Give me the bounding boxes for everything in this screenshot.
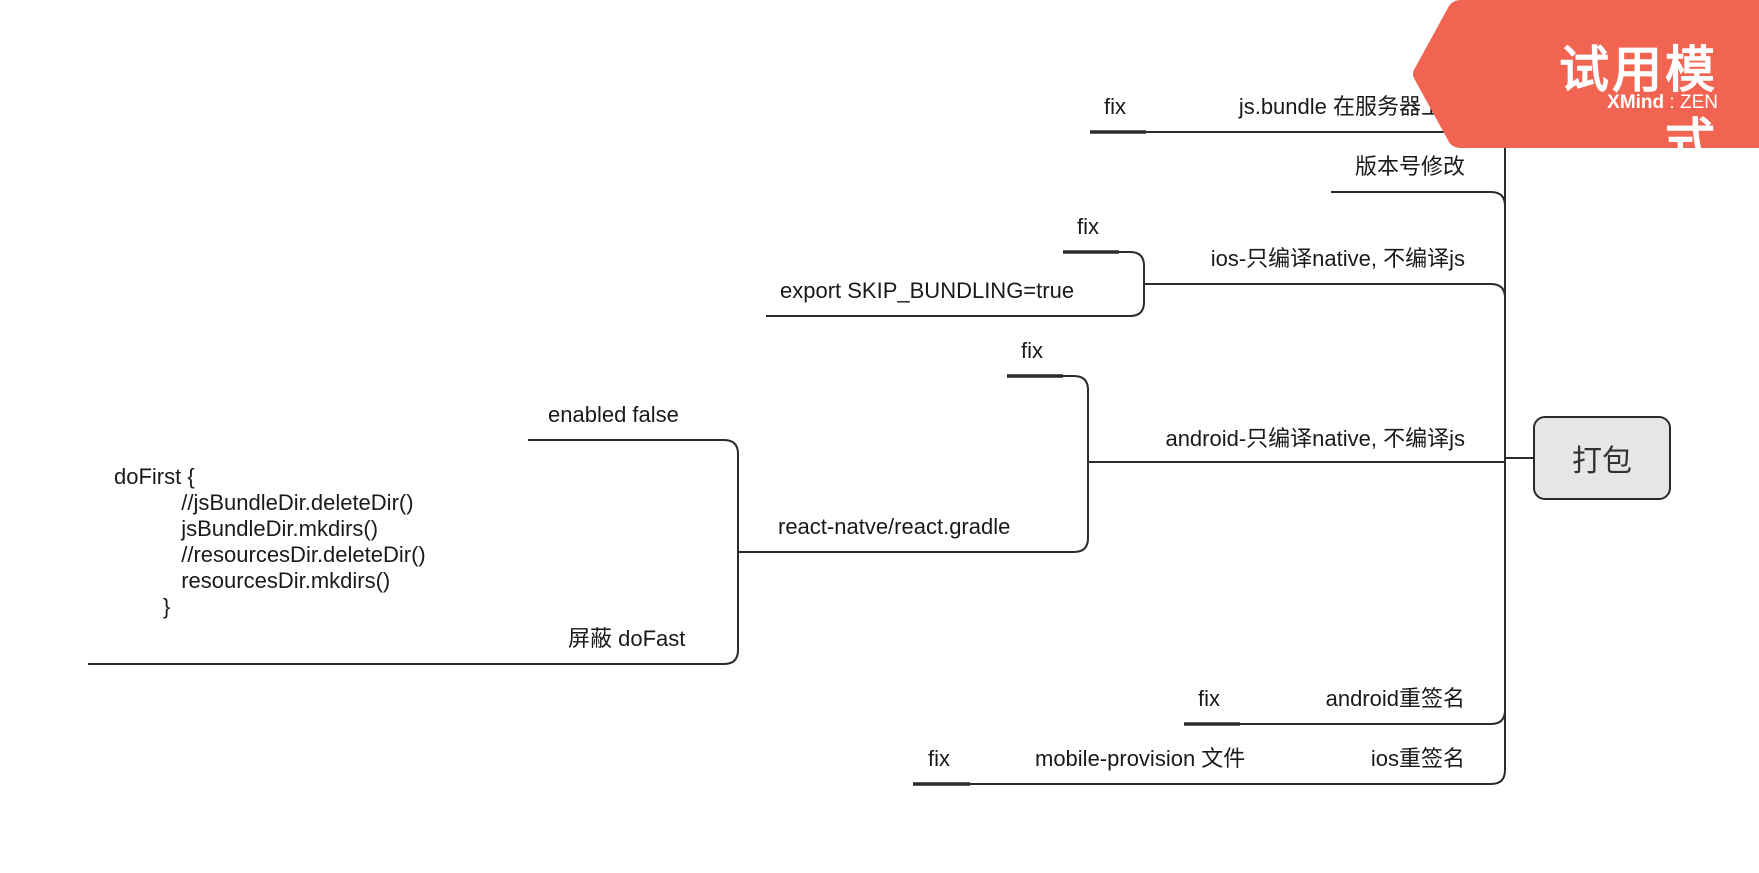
root-topic[interactable]: 打包	[1533, 416, 1671, 500]
trial-mode-badge	[1413, 0, 1759, 148]
topic-ios-native-fix[interactable]: fix	[1077, 214, 1099, 239]
topic-ios-resign[interactable]: ios重签名	[1370, 746, 1465, 771]
trial-badge-shape	[1413, 0, 1759, 148]
topic-enabled-false[interactable]: enabled false	[548, 402, 679, 427]
topic-android-native-fix[interactable]: fix	[1021, 338, 1043, 363]
trial-mode-title: 试用模式	[1559, 41, 1718, 171]
topic-react-gradle[interactable]: react-natve/react.gradle	[778, 514, 1011, 539]
brand-edition: ZEN	[1680, 92, 1718, 113]
topic-ios-native[interactable]: ios-只编译native, 不编译js	[1210, 246, 1465, 271]
topic-android-resign-fix[interactable]: fix	[1198, 686, 1220, 711]
brand-name: XMind	[1607, 92, 1665, 113]
topic-dofirst-code[interactable]: doFirst { //jsBundleDir.deleteDir() jsBu…	[114, 464, 426, 619]
topic-android-resign[interactable]: android重签名	[1325, 686, 1465, 711]
topic-ios-resign-fix[interactable]: fix	[928, 746, 950, 771]
topic-provision-file[interactable]: mobile-provision 文件	[1035, 746, 1246, 771]
topic-android-native[interactable]: android-只编译native, 不编译js	[1165, 426, 1465, 451]
topic-bundle-server-fix[interactable]: fix	[1104, 94, 1126, 119]
topic-disable-dofast[interactable]: 屏蔽 doFast	[568, 626, 686, 651]
topic-skip-bundling[interactable]: export SKIP_BUNDLING=true	[780, 278, 1075, 303]
topic-version[interactable]: 版本号修改	[1354, 154, 1465, 179]
trial-mode-brand: XMind : ZEN	[1607, 92, 1718, 113]
